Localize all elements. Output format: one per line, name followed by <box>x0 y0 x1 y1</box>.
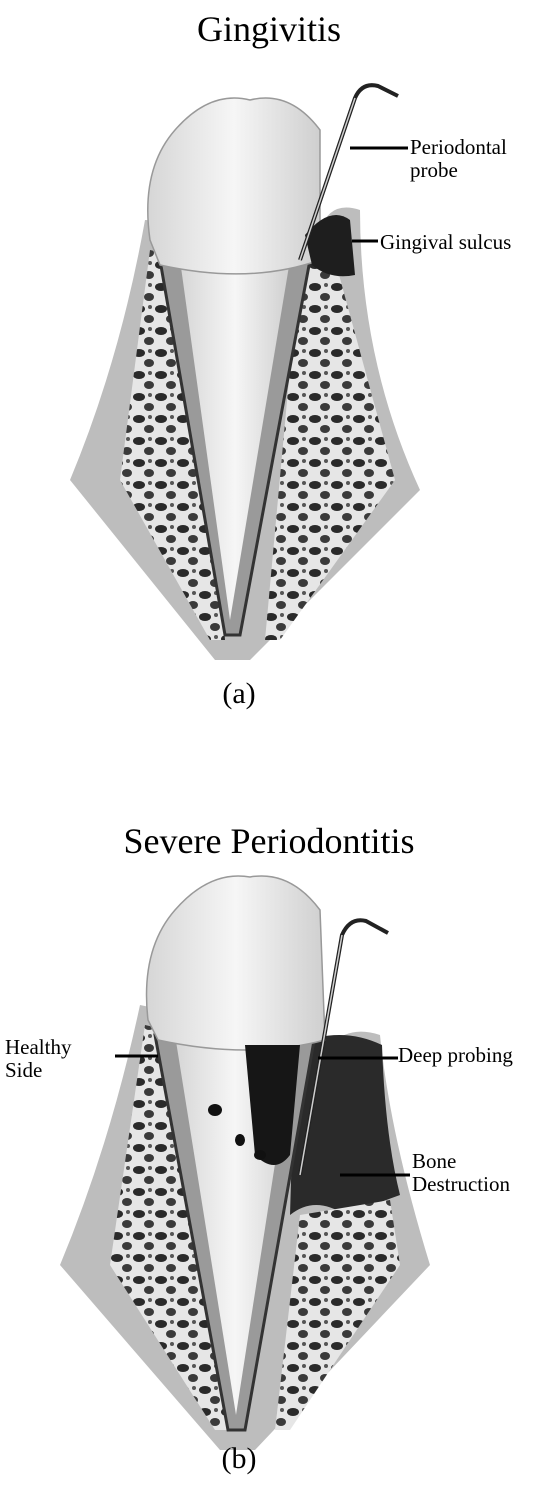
label-periodontal-probe: Periodontal probe <box>410 136 507 182</box>
label-healthy-side: Healthy Side <box>5 1036 71 1082</box>
label-deep-probing: Deep probing <box>398 1044 513 1067</box>
label-bone-destruction: Bone Destruction <box>412 1150 510 1196</box>
tooth-crown <box>147 876 325 1050</box>
panel-severe-periodontitis: Severe Periodontitis <box>0 760 538 1512</box>
label-gingival-sulcus: Gingival sulcus <box>380 231 511 254</box>
panel-a-caption: (a) <box>0 677 478 711</box>
panel-b-caption: (b) <box>0 1442 478 1476</box>
panel-a-title: Gingivitis <box>0 8 538 50</box>
tooth-crown <box>148 98 320 274</box>
panel-gingivitis: Gingivitis <box>0 0 538 760</box>
